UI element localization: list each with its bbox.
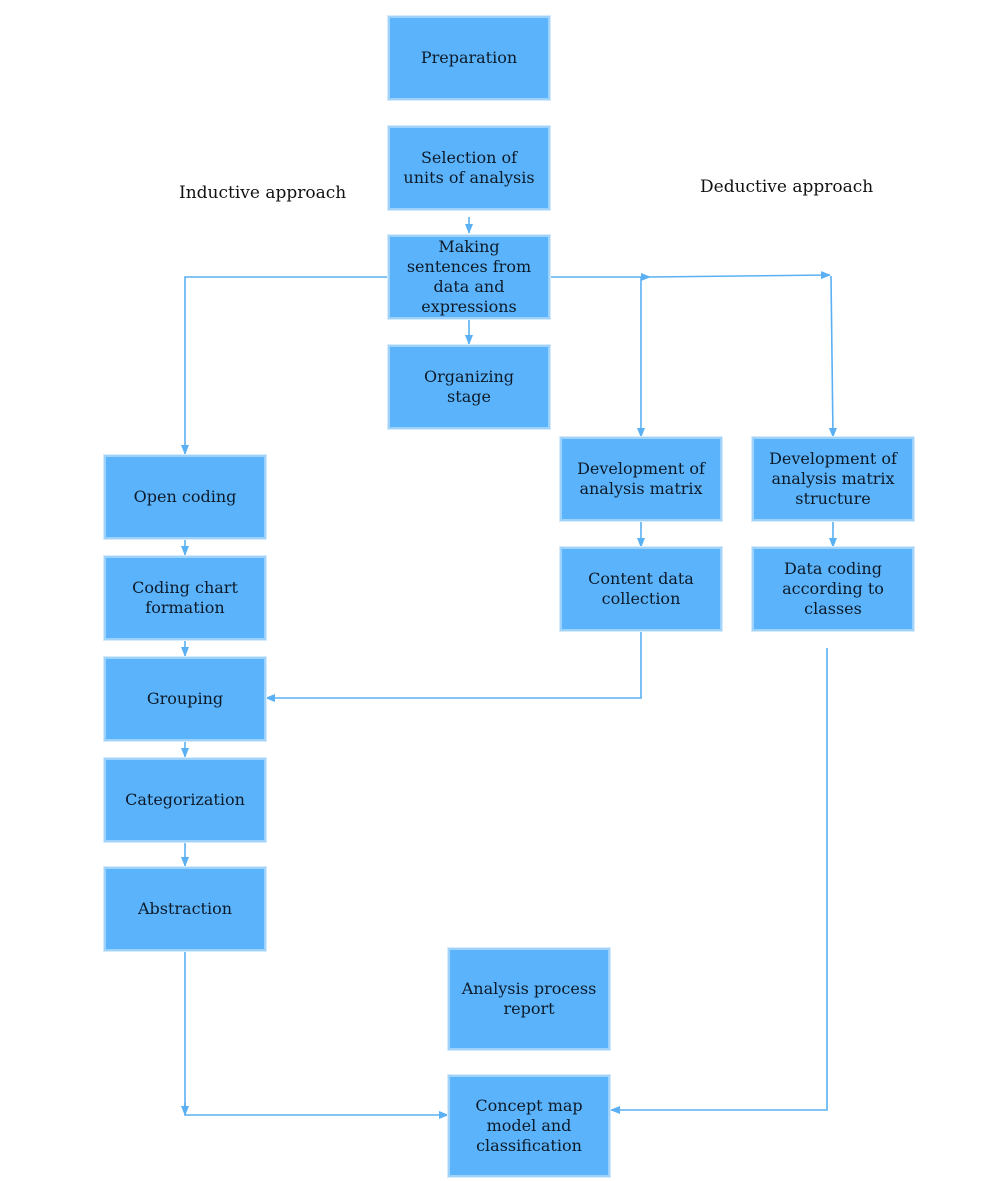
step-categorization-label: Categorization bbox=[125, 790, 245, 809]
step-data-coding-according-to-classes: Data coding according to classes bbox=[752, 547, 914, 631]
step-dev-matrix-label: Development of analysis matrix bbox=[577, 459, 705, 498]
arrow-abstraction-to-concept-map bbox=[184, 950, 449, 1119]
arrow-data-coding-to-concept-map bbox=[610, 648, 828, 1114]
step-concept-map-label: Concept map model and classification bbox=[475, 1096, 583, 1155]
step-analysis-process-report: Analysis process report bbox=[448, 948, 610, 1050]
step-coding-chart-label: Coding chart formation bbox=[132, 578, 238, 617]
step-concept-map-model: Concept map model and classification bbox=[448, 1075, 610, 1177]
step-making-sentences: Making sentences from data and expressio… bbox=[388, 235, 550, 319]
deductive-approach-heading: Deductive approach bbox=[700, 177, 874, 197]
step-abstraction: Abstraction bbox=[104, 867, 266, 951]
step-development-of-analysis-matrix-structure: Development of analysis matrix structure bbox=[752, 437, 914, 521]
step-open-coding-label: Open coding bbox=[133, 487, 237, 506]
step-coding-chart-formation: Coding chart formation bbox=[104, 556, 266, 640]
step-content-collection-label: Content data collection bbox=[588, 569, 694, 608]
arrow-making-to-open-coding bbox=[181, 276, 389, 455]
arrow-content-to-grouping bbox=[265, 630, 642, 702]
inductive-approach-heading: Inductive approach bbox=[179, 183, 347, 203]
step-making-sentences-label: Making sentences from data and expressio… bbox=[406, 237, 532, 316]
step-categorization: Categorization bbox=[104, 758, 266, 842]
step-open-coding: Open coding bbox=[104, 455, 266, 539]
step-analysis-report-label: Analysis process report bbox=[461, 979, 597, 1018]
arrow-to-dev-matrix-structure bbox=[828, 275, 837, 438]
step-selection-label: Selection of units of analysis bbox=[403, 148, 535, 187]
step-selection-of-units: Selection of units of analysis bbox=[388, 126, 550, 210]
step-organizing-label: Organizing stage bbox=[423, 367, 515, 406]
step-content-data-collection: Content data collection bbox=[560, 547, 722, 631]
step-organizing-stage: Organizing stage bbox=[388, 345, 550, 429]
step-grouping: Grouping bbox=[104, 657, 266, 741]
step-dev-matrix-structure-label: Development of analysis matrix structure bbox=[769, 449, 897, 508]
step-data-coding-label: Data coding according to classes bbox=[782, 559, 884, 618]
arrow-deductive-right bbox=[649, 271, 831, 280]
step-abstraction-label: Abstraction bbox=[137, 899, 233, 918]
step-preparation: Preparation bbox=[388, 16, 550, 100]
step-grouping-label: Grouping bbox=[146, 689, 224, 708]
step-development-of-analysis-matrix: Development of analysis matrix bbox=[560, 437, 722, 521]
step-preparation-label: Preparation bbox=[420, 48, 518, 67]
